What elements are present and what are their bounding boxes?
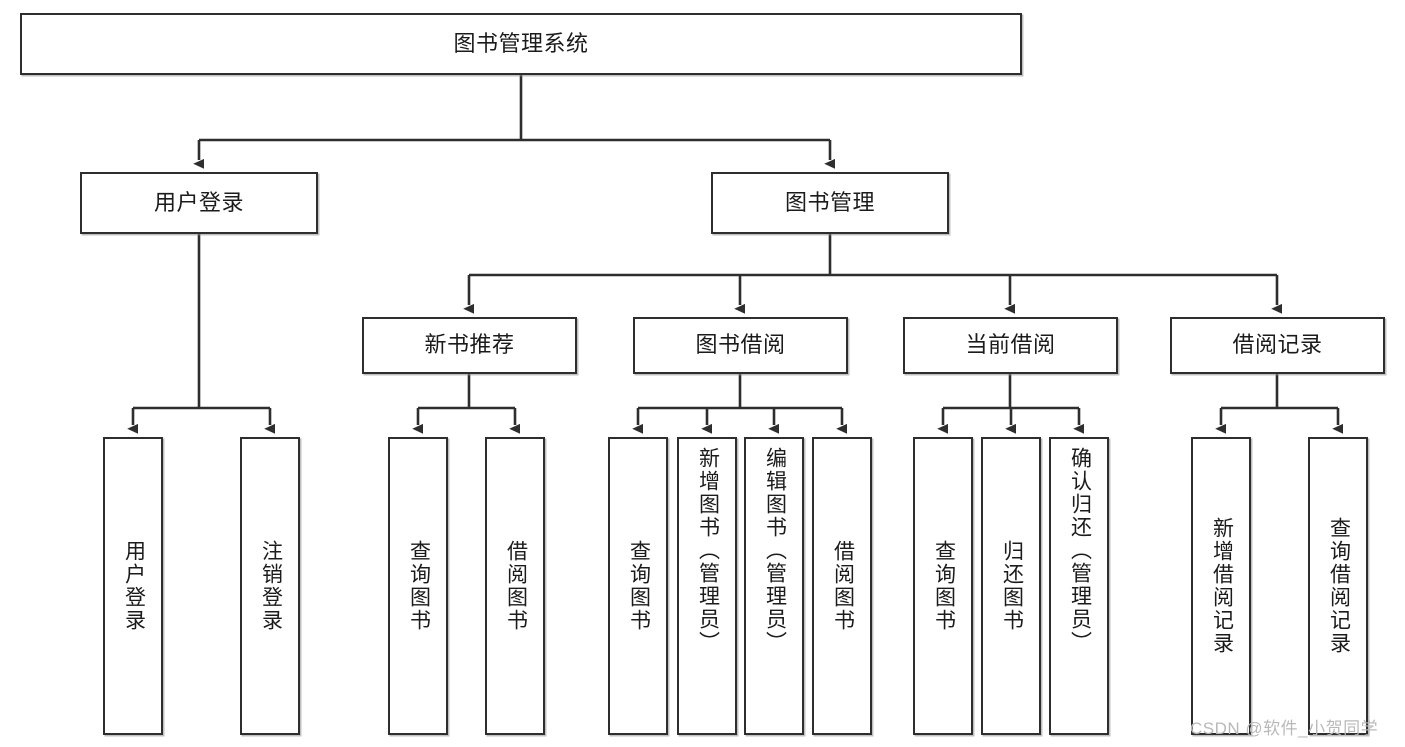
node-leaf-query-book-1-label: 查询图书 [407,540,431,632]
node-book-borrow[interactable]: 图书借阅 [633,317,848,374]
node-leaf-borrow-book-1-label: 借阅图书 [504,540,528,632]
node-leaf-query-book-2[interactable]: 查询图书 [608,437,668,735]
node-leaf-query-record-label: 查询借阅记录 [1327,517,1351,655]
node-leaf-borrow-book-1[interactable]: 借阅图书 [485,437,545,735]
node-leaf-add-record[interactable]: 新增借阅记录 [1191,437,1251,735]
node-leaf-query-book-3[interactable]: 查询图书 [913,437,973,735]
node-new-book-recommend-label: 新书推荐 [424,332,515,358]
node-leaf-user-login[interactable]: 用户登录 [103,437,163,735]
node-leaf-borrow-book-2[interactable]: 借阅图书 [812,437,872,735]
node-leaf-add-book-label: 新增图书（管理员） [696,447,720,654]
node-leaf-user-login-label: 用户登录 [122,540,146,632]
node-leaf-return-book[interactable]: 归还图书 [981,437,1041,735]
node-book-borrow-label: 图书借阅 [695,332,786,358]
node-new-book-recommend[interactable]: 新书推荐 [362,317,577,374]
node-user-login[interactable]: 用户登录 [80,172,318,234]
node-user-login-label: 用户登录 [153,189,244,215]
edges-userlogin-to-leaves [127,234,276,434]
node-book-manage[interactable]: 图书管理 [711,172,949,234]
node-leaf-add-record-label: 新增借阅记录 [1210,517,1234,655]
node-current-borrow[interactable]: 当前借阅 [903,317,1118,374]
node-borrow-record-label: 借阅记录 [1232,332,1323,358]
node-leaf-confirm-return-label: 确认归还（管理员） [1068,447,1092,654]
node-leaf-borrow-book-2-label: 借阅图书 [831,540,855,632]
edges-root-to-level2 [193,75,836,169]
edges-bookmanage-to-level3 [463,234,1283,314]
node-leaf-edit-book[interactable]: 编辑图书（管理员） [744,437,804,735]
csdn-watermark: CSDN @软件_小贺同学 [1190,719,1379,738]
node-leaf-query-record[interactable]: 查询借阅记录 [1308,437,1368,735]
node-leaf-return-book-label: 归还图书 [1000,540,1024,632]
node-leaf-add-book[interactable]: 新增图书（管理员） [677,437,737,735]
node-leaf-query-book-1[interactable]: 查询图书 [388,437,448,735]
node-root-label: 图书管理系统 [453,30,589,56]
node-root[interactable]: 图书管理系统 [20,13,1022,75]
node-borrow-record[interactable]: 借阅记录 [1170,317,1385,374]
node-book-manage-label: 图书管理 [784,189,875,215]
node-leaf-edit-book-label: 编辑图书（管理员） [763,447,787,654]
node-leaf-logout[interactable]: 注销登录 [240,437,300,735]
node-leaf-logout-label: 注销登录 [259,540,283,632]
edges-bookborrow-to-leaves [632,374,848,434]
node-leaf-query-book-2-label: 查询图书 [627,540,651,632]
node-leaf-query-book-3-label: 查询图书 [932,540,956,632]
edges-borrowrecord-to-leaves [1215,374,1344,434]
node-leaf-confirm-return[interactable]: 确认归还（管理员） [1049,437,1109,735]
edges-newbook-to-leaves [412,374,521,434]
edges-currentborrow-to-leaves [937,374,1085,434]
node-current-borrow-label: 当前借阅 [965,332,1056,358]
